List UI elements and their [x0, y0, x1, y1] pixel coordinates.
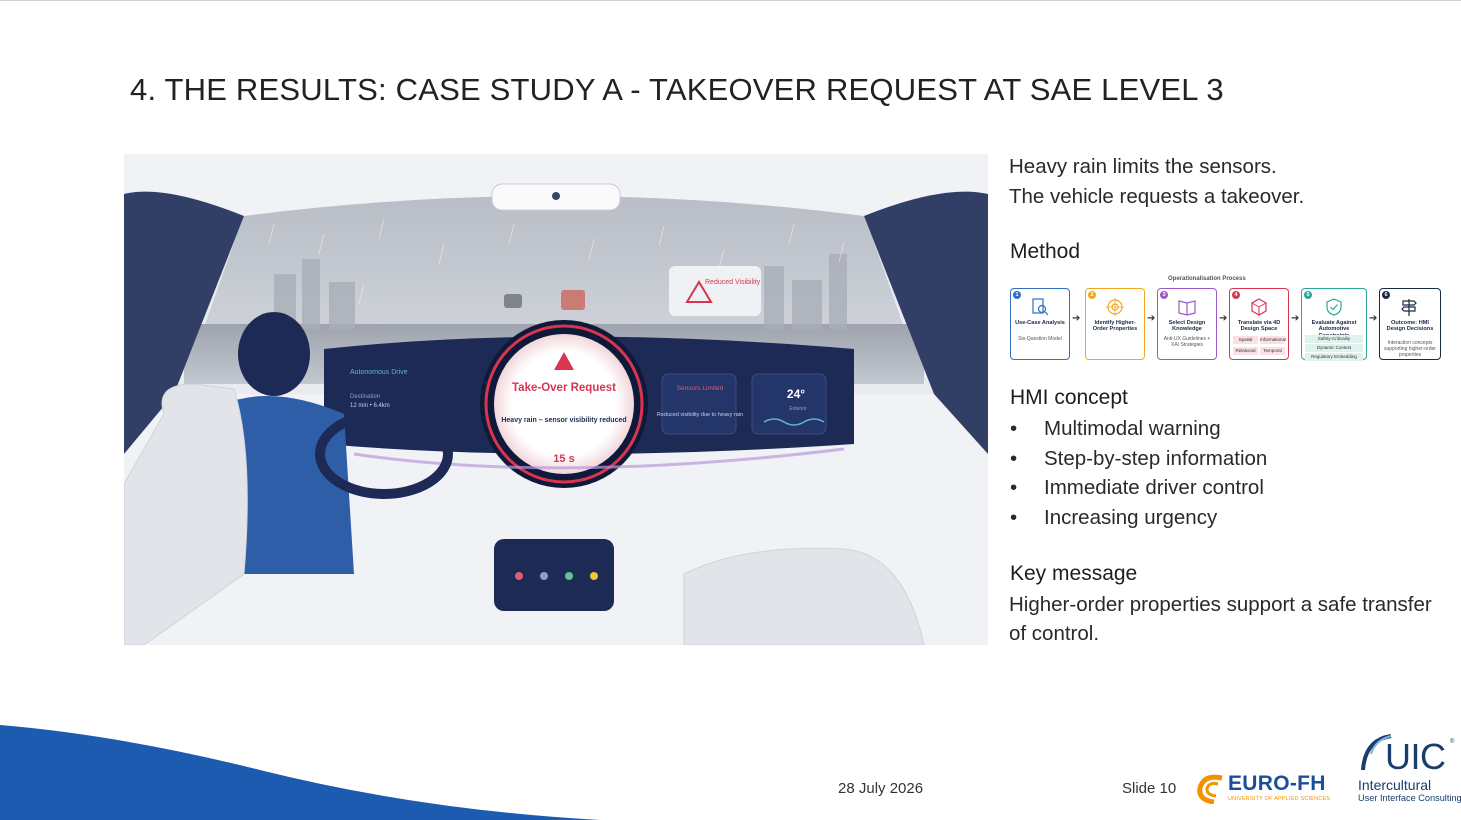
method-step-3: 3 Select Design Knowledge Anti-UX Guidel… [1157, 288, 1217, 360]
step-title: Outcome: HMI Design Decisions [1386, 320, 1434, 333]
hud-card [669, 266, 761, 316]
step-number: 5 [1304, 291, 1312, 299]
eurofh-subtitle: UNIVERSITY OF APPLIED SCIENCES [1228, 796, 1331, 802]
sensors-sub: Reduced visibility due to heavy rain [657, 412, 743, 418]
warning-icon [554, 352, 574, 370]
ambient-light [353, 447, 845, 470]
uic-name: UIC [1385, 736, 1446, 777]
step-title: Select Design Knowledge [1168, 320, 1206, 333]
destination-label: Destination [350, 394, 380, 400]
city-skyline [274, 254, 847, 329]
arrow-icon: ➔ [1291, 313, 1300, 324]
arrow-icon: ➔ [1219, 313, 1228, 324]
key-message-text: Higher-order properties support a safe t… [1009, 593, 1432, 645]
sensors-label: Sensors Limited [677, 385, 724, 392]
target-icon [1106, 298, 1124, 316]
eurofh-emblem-icon [1197, 774, 1223, 805]
ads-label: Autonomous Drive [350, 369, 408, 376]
warning-sub: Heavy rain – sensor visibility reduced [501, 417, 626, 424]
step-sub: Anti-UX Guidelines + XAI Strategies [1163, 336, 1211, 348]
hmi-bullet: Immediate driver control [1010, 473, 1267, 503]
method-step-4: 4 Translate via 4D Design Space Spatial … [1229, 288, 1289, 360]
constraint-cell: Regulatory Embedding [1305, 353, 1363, 361]
a-pillar-right [864, 191, 988, 454]
warning-title: Take-Over Request [512, 382, 616, 394]
method-caption: Operationalisation Process [1168, 276, 1246, 282]
hmi-heading: HMI concept [1010, 386, 1128, 409]
step-title: Identify Higher-Order Properties [1092, 320, 1138, 333]
countdown: 15 s [553, 453, 574, 465]
hmi-bullet: Increasing urgency [1010, 503, 1267, 533]
key-message-heading: Key message [1010, 562, 1138, 585]
method-step-2: 2 Identify Higher-Order Properties [1085, 288, 1145, 360]
uic-logo: UIC ® Intercultural User Interface Consu… [1355, 730, 1461, 806]
step-number: 2 [1088, 291, 1096, 299]
steering-wheel [315, 409, 453, 499]
hmi-bullet-list: Multimodal warning Step-by-step informat… [1010, 414, 1267, 532]
step-title: Translate via 4D Design Space [1237, 320, 1281, 333]
hud-warning-icon [685, 280, 713, 303]
uic-tagline-1: Intercultural [1358, 777, 1432, 793]
slide-title: 4. THE RESULTS: CASE STUDY A - TAKEOVER … [130, 72, 1224, 107]
step-sub: Interaction concepts supporting higher-o… [1384, 340, 1436, 358]
uic-registered-mark: ® [1450, 739, 1455, 745]
destination-value: 12 min • 6.4km [350, 403, 390, 409]
hmi-bullet: Step-by-step information [1010, 444, 1267, 474]
step-number: 1 [1013, 291, 1021, 299]
a-pillar-left [124, 191, 244, 454]
method-heading: Method [1010, 240, 1081, 263]
design-space-cell: Informational [1260, 336, 1287, 344]
slide-number: Slide 10 [1122, 780, 1177, 797]
top-rule [0, 0, 1461, 1]
cockpit-illustration: Reduced Visibility Autonomous Drive Dest… [124, 154, 988, 645]
shield-check-icon [1326, 298, 1342, 316]
center-console-screen [494, 539, 614, 611]
eurofh-logo: EURO-FH UNIVERSITY OF APPLIED SCIENCES [1196, 772, 1341, 806]
constraint-cell: Dynamic Context [1305, 344, 1363, 352]
book-icon [1178, 300, 1196, 316]
method-step-1: 1 Use-Case Analysis Six-Question Model [1010, 288, 1070, 360]
warning-dial [494, 334, 634, 474]
method-step-5: 5 Evaluate Against Automotive Constraint… [1301, 288, 1367, 361]
design-space-cell: Relational [1233, 347, 1258, 355]
driver-head [238, 312, 310, 396]
constraint-cell: Safety-Criticality [1305, 335, 1363, 343]
passenger-seat [683, 547, 925, 645]
step-number: 3 [1160, 291, 1168, 299]
step-number: 6 [1382, 291, 1390, 299]
eurofh-name: EURO-FH [1228, 772, 1326, 795]
car-ahead [561, 290, 585, 310]
car-left [504, 294, 522, 308]
temperature-sub: Exterior [789, 406, 807, 412]
uic-tagline-2: User Interface Consulting [1358, 793, 1461, 803]
step-title: Use-Case Analysis [1015, 320, 1065, 326]
intro-line-2: The vehicle requests a takeover. [1009, 185, 1305, 208]
arrow-icon: ➔ [1369, 313, 1378, 324]
sensors-card [661, 373, 737, 435]
arrow-icon: ➔ [1072, 313, 1081, 324]
method-step-6: 6 Outcome: HMI Design Decisions Interact… [1379, 288, 1441, 360]
hmi-bullet: Multimodal warning [1010, 414, 1267, 444]
temperature: 24° [787, 387, 805, 401]
design-space-cell: Temporal [1260, 347, 1285, 355]
footer-date: 28 July 2026 [838, 780, 924, 797]
design-space-cell: Spatial [1233, 336, 1258, 344]
step-number: 4 [1232, 291, 1240, 299]
signpost-icon [1401, 299, 1417, 316]
step-sub: Six-Question Model [1018, 336, 1062, 342]
footer-wave [0, 725, 600, 820]
search-document-icon [1032, 298, 1049, 316]
driver-seat [124, 383, 248, 645]
method-diagram: Operationalisation Process 1 Use-Case An… [1008, 270, 1444, 366]
intro-line-1: Heavy rain limits the sensors. [1009, 155, 1277, 178]
cube-network-icon [1251, 298, 1267, 316]
intro-text: Heavy rain limits the sensors. The vehic… [1009, 152, 1449, 212]
uic-swoosh-icon [1361, 734, 1392, 771]
arrow-icon: ➔ [1147, 313, 1156, 324]
hud-label: Reduced Visibility [705, 279, 761, 286]
